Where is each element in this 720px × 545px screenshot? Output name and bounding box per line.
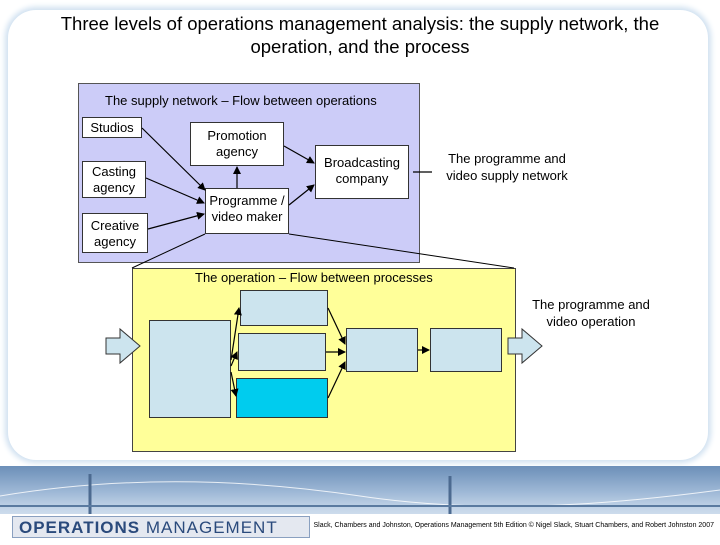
process-box [149, 320, 231, 418]
casting-agency-label: Casting agency [91, 164, 137, 195]
flow-arrow [327, 307, 346, 345]
arrow-studios-to-maker [141, 127, 206, 191]
input-arrow [105, 327, 141, 365]
operation-caption: The operation – Flow between processes [195, 270, 433, 285]
zoom-line-left [131, 233, 206, 269]
broadcasting-company-label: Broadcasting company [324, 155, 400, 186]
programme-maker-label: Programme / video maker [209, 193, 285, 224]
supply-network-side-label: The programme and video supply network [446, 151, 568, 183]
output-arrow [507, 327, 543, 365]
arrow-creative-to-maker [147, 211, 205, 230]
creative-agency-label: Creative agency [90, 218, 140, 249]
flow-arrow [327, 361, 346, 399]
arrow-promotion-to-broadcasting [283, 145, 315, 164]
brand-left-text: OPERATIONS [19, 518, 141, 537]
programme-maker-node: Programme / video maker [205, 188, 289, 234]
supply-network-caption: The supply network – Flow between operat… [105, 93, 377, 108]
promotion-agency-node: Promotion agency [190, 122, 284, 166]
studios-label: Studios [90, 120, 134, 135]
promotion-agency-label: Promotion agency [207, 128, 267, 159]
flow-arrow [230, 351, 238, 367]
zoom-line-right [288, 233, 515, 269]
flow-arrow [230, 307, 242, 361]
flow-arrow [230, 371, 239, 397]
studios-node: Studios [82, 117, 142, 138]
process-box [346, 328, 418, 372]
arrow-maker-to-broadcasting [288, 184, 315, 206]
casting-agency-node: Casting agency [82, 161, 146, 198]
creative-agency-node: Creative agency [82, 213, 148, 253]
process-box [238, 333, 326, 371]
arrow-casting-to-maker [145, 177, 205, 204]
brand-logo: OPERATIONS MANAGEMENT [12, 516, 310, 538]
operation-side-label: The programme and video operation [532, 297, 650, 329]
slide-title: Three levels of operations management an… [60, 13, 660, 57]
process-box-highlighted [236, 378, 328, 418]
footer-credit: Slack, Chambers and Johnston, Operations… [313, 522, 715, 529]
broadcasting-company-node: Broadcasting company [315, 145, 409, 199]
bridge-graphic [0, 474, 720, 514]
brand-right-text: MANAGEMENT [145, 518, 278, 537]
process-box [430, 328, 502, 372]
process-box [240, 290, 328, 326]
